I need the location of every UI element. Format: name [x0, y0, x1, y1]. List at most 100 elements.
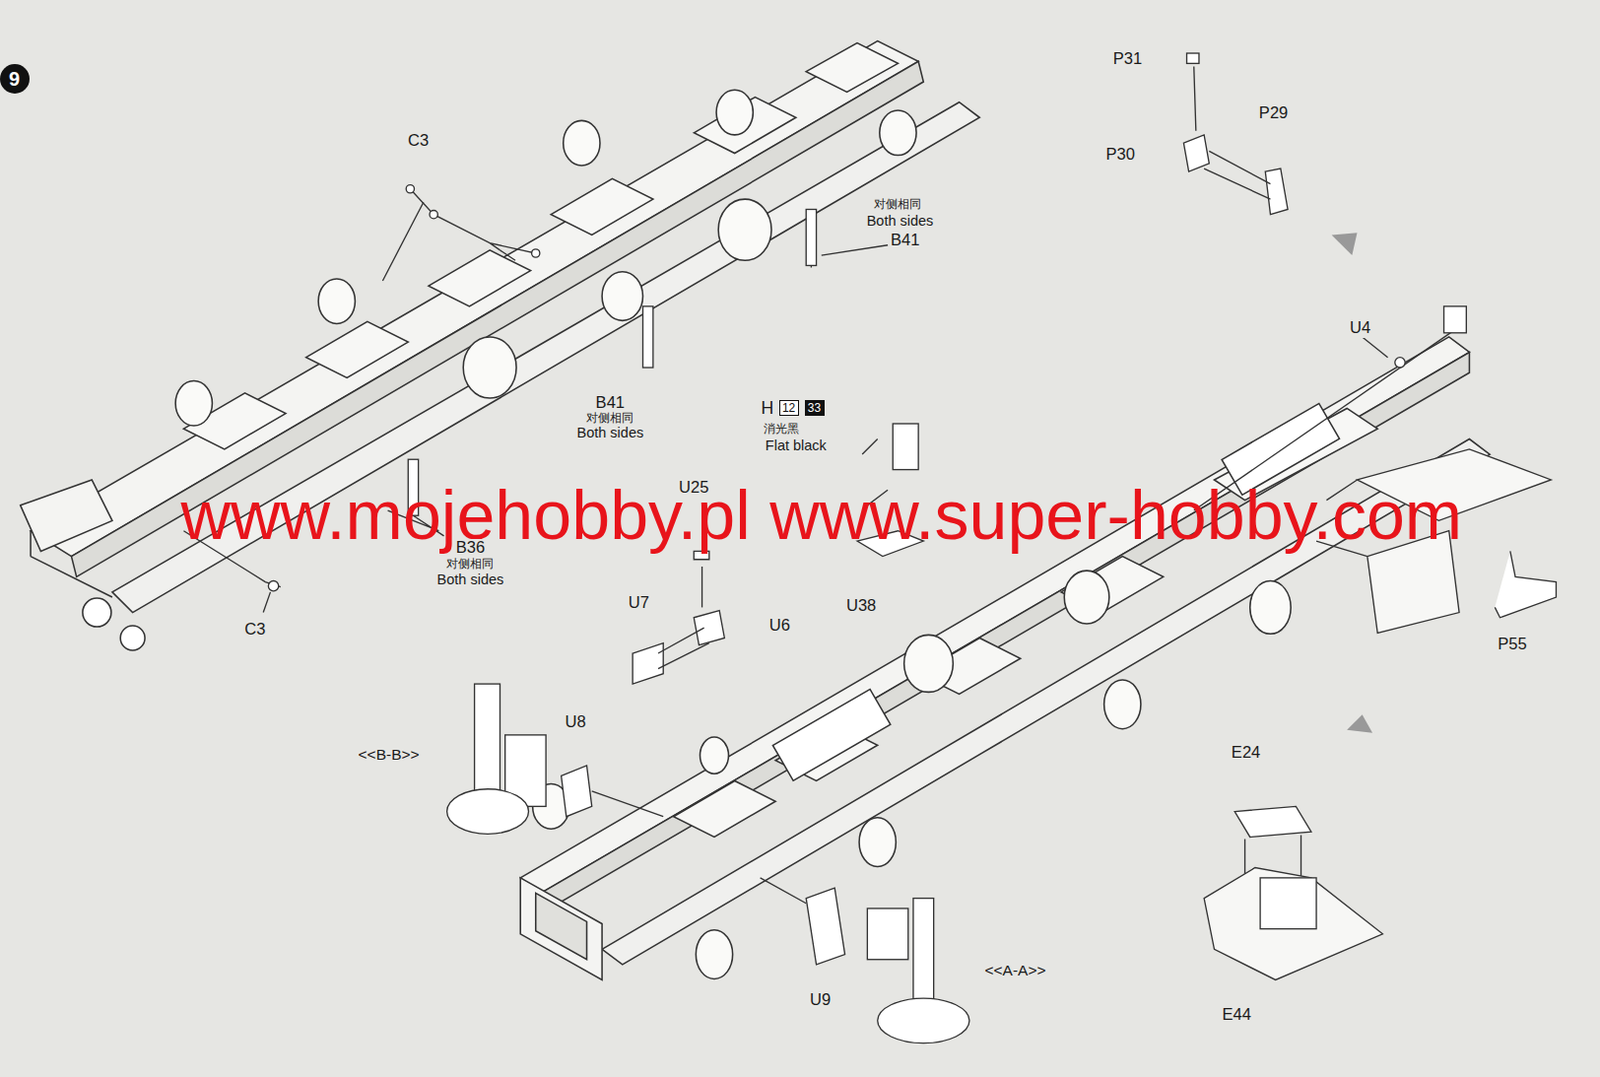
drawing-line	[658, 627, 710, 668]
drawing-line	[1250, 580, 1291, 634]
part-label: 对侧相同	[871, 198, 924, 212]
part-label: H	[758, 399, 776, 418]
drawing-line	[120, 625, 145, 651]
drawing-line	[563, 120, 600, 166]
drawing-line	[760, 877, 807, 904]
paint-code: 12	[779, 400, 800, 416]
drawing-line	[1260, 877, 1317, 930]
drawing-line	[540, 351, 1470, 914]
drawing-line	[716, 89, 753, 135]
drawing-line	[1395, 357, 1405, 368]
drawing-line	[718, 199, 772, 261]
drawing-line	[1265, 168, 1288, 215]
lower-chassis	[520, 336, 1490, 981]
paint-code: 33	[804, 400, 825, 416]
drawing-line	[879, 110, 917, 156]
drawing-line	[429, 210, 438, 219]
drawing-line	[693, 610, 725, 646]
part-label: P29	[1257, 104, 1290, 123]
part-label: U38	[844, 597, 878, 615]
drawing-line	[695, 930, 733, 980]
part-label: U8	[563, 713, 589, 732]
drawing-line	[175, 380, 212, 426]
part-label: Both sides	[865, 213, 936, 230]
drawing-line	[821, 245, 888, 256]
drawing-line	[904, 634, 954, 692]
part-label: Both sides	[574, 425, 646, 442]
drawing-line	[267, 580, 278, 591]
drawing-line	[805, 208, 816, 266]
drawing-line	[601, 271, 643, 322]
drawing-line	[866, 908, 908, 960]
drawing-line	[700, 736, 730, 774]
drawing-line	[1194, 66, 1271, 200]
drawing-line	[463, 336, 517, 399]
part-label: Flat black	[763, 438, 829, 455]
part-label: P31	[1111, 50, 1144, 68]
drawing-line	[20, 479, 113, 551]
drawing-line	[82, 598, 145, 651]
drawing-line	[1203, 867, 1383, 981]
drawing-line	[877, 998, 970, 1044]
drawing-line	[382, 201, 516, 281]
drawing-line	[318, 278, 355, 325]
drawing-line	[772, 688, 890, 781]
part-label: U7	[626, 594, 652, 612]
part-label: <<B-B>>	[356, 745, 422, 763]
drawing-line	[913, 898, 934, 1001]
part-label: B36	[454, 538, 487, 557]
drawing-line	[592, 791, 665, 817]
drawing-line	[532, 249, 540, 258]
drawing-line	[520, 336, 1469, 893]
watermark: www.mojehobby.pl www.super-hobby.com	[180, 477, 1463, 554]
drawing-line	[1104, 679, 1141, 730]
drawing-line	[474, 683, 501, 797]
part-label: U4	[1347, 319, 1373, 337]
drawing-line	[535, 892, 588, 959]
drawing-line	[306, 321, 409, 378]
drawing-line	[1362, 336, 1389, 358]
drawing-line	[82, 598, 112, 627]
drawing-line	[263, 592, 270, 613]
drawing-line	[533, 570, 1292, 979]
drawing-line	[1444, 306, 1467, 334]
part-label: E44	[1220, 1005, 1254, 1024]
drawing-line	[805, 887, 845, 965]
part-label: U9	[807, 991, 833, 1009]
part-label: E24	[1229, 743, 1263, 762]
drawing-line	[520, 877, 602, 981]
part-label: Both sides	[435, 572, 507, 589]
part-label: B41	[888, 231, 922, 250]
part-label: P55	[1495, 635, 1529, 654]
part-label: 对侧相同	[584, 411, 636, 426]
upper-chassis	[20, 41, 981, 651]
drawing-line	[643, 306, 654, 368]
node-text: 12	[782, 401, 796, 414]
drawing-line	[405, 185, 414, 194]
drawing-line	[1346, 714, 1373, 734]
part-label: C3	[405, 132, 431, 150]
drawing-line	[1332, 232, 1358, 256]
node-text: 9	[8, 68, 20, 89]
drawing-line	[859, 817, 896, 867]
drawing-line	[447, 789, 530, 835]
drawing-line	[175, 89, 917, 426]
part-label: P30	[1103, 145, 1136, 164]
drawing-line	[1494, 550, 1556, 617]
drawing-line	[632, 643, 664, 684]
part-label: <<A-A>>	[982, 961, 1048, 979]
drawing-line	[701, 566, 703, 607]
part-label: B41	[594, 394, 627, 412]
part-label: 消光黑	[761, 422, 801, 437]
node-text: 33	[807, 401, 821, 414]
drawing-line	[673, 780, 777, 837]
drawing-line	[30, 556, 113, 598]
drawing-line	[1187, 53, 1200, 64]
drawing-line	[183, 43, 898, 450]
drawing-line	[29, 531, 32, 557]
drawing-line	[428, 250, 532, 307]
drawing-line	[1064, 570, 1110, 624]
drawing-line	[550, 178, 654, 235]
part-label: C3	[242, 620, 267, 639]
